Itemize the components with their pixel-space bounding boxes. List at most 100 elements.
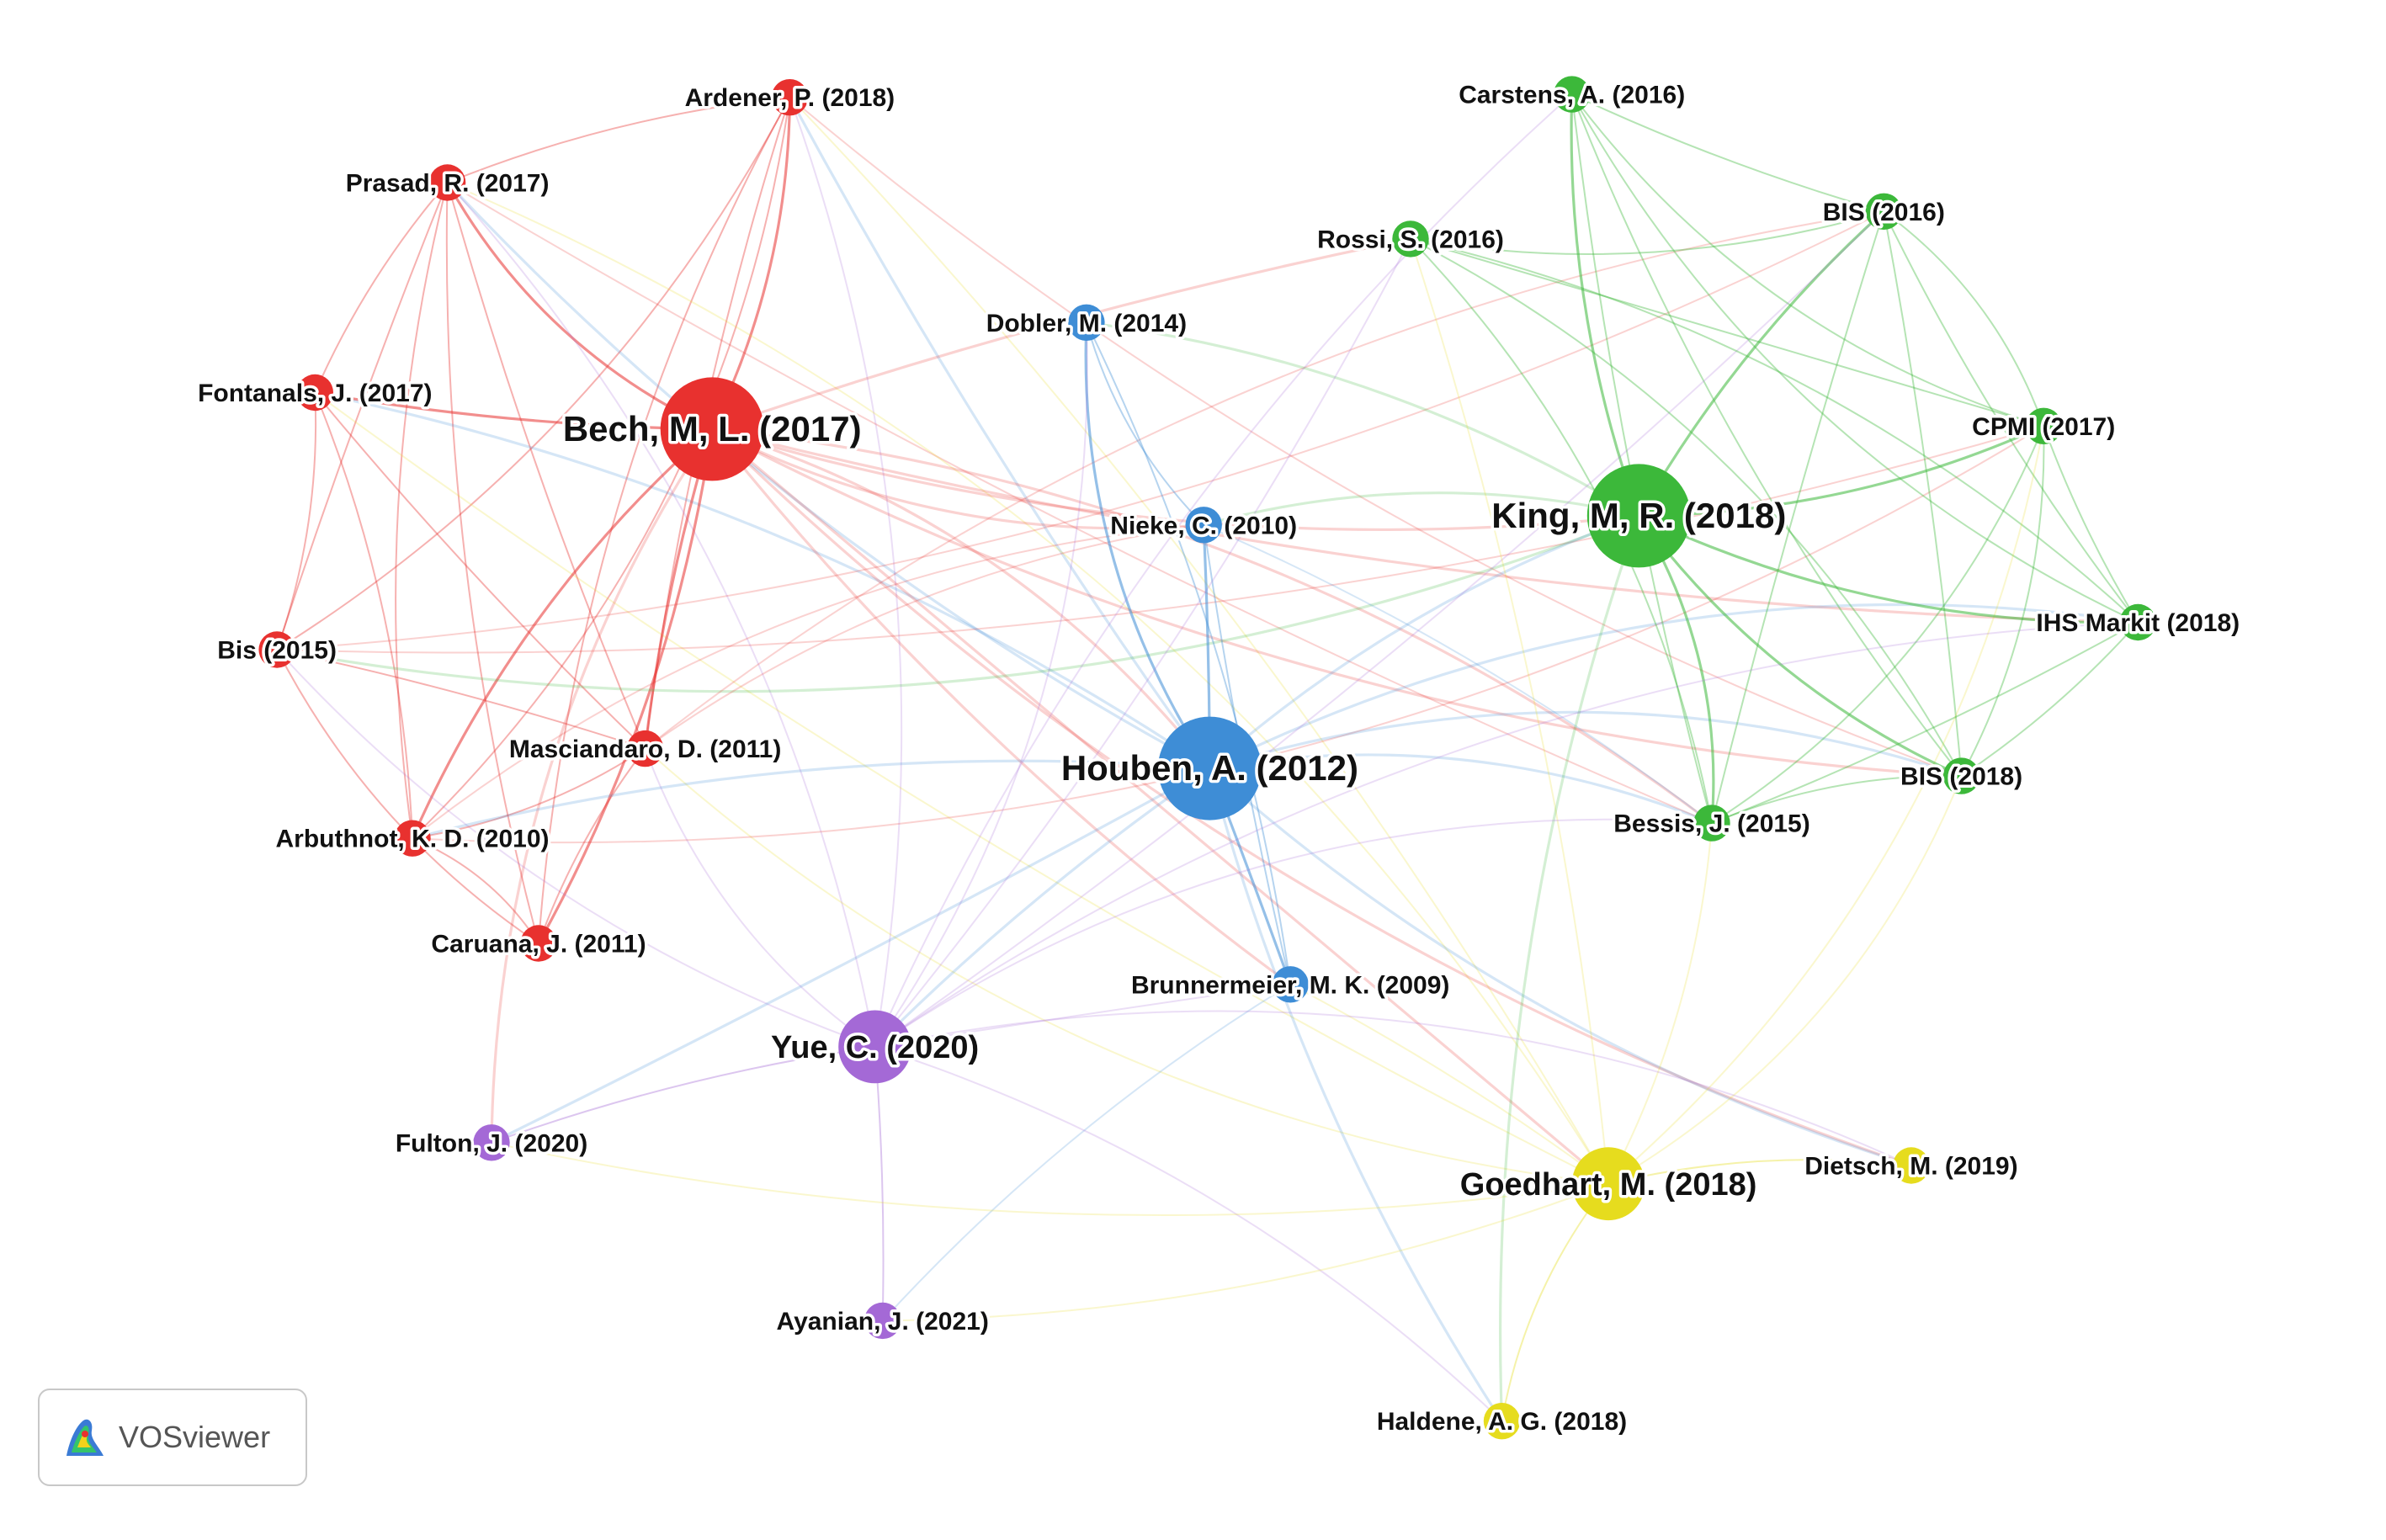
link-bech-brunnermeier bbox=[710, 427, 1292, 986]
link-ihs-bis2018 bbox=[1961, 621, 2139, 777]
link-prasad-caruana bbox=[445, 182, 539, 944]
link-cpmi-ihs bbox=[2043, 425, 2139, 624]
link-bech-goedhart bbox=[711, 427, 1610, 1185]
node-carstens[interactable] bbox=[1554, 76, 1591, 113]
node-fulton[interactable] bbox=[473, 1124, 510, 1161]
link-houben-fulton bbox=[491, 767, 1211, 1144]
node-caruana[interactable] bbox=[520, 925, 557, 962]
link-houben-king bbox=[1209, 514, 1639, 770]
link-carstens-bessis bbox=[1570, 93, 1713, 824]
link-prasad-bech bbox=[446, 182, 713, 431]
link-fontanals-houben bbox=[314, 390, 1211, 770]
node-label-dobler: Dobler, M. (2014) bbox=[986, 310, 1187, 337]
node-arbuthnot[interactable] bbox=[394, 820, 431, 857]
node-dobler[interactable] bbox=[1068, 304, 1105, 341]
link-ihs-yue bbox=[874, 621, 2139, 1048]
node-label-haldene: Haldene, A. G. (2018) bbox=[1377, 1408, 1627, 1436]
link-masciandaro-caruana bbox=[538, 747, 646, 944]
vosviewer-logo-text: VOSviewer bbox=[119, 1420, 271, 1454]
link-bis2015-bis2016 bbox=[277, 210, 1884, 651]
node-label-caruana: Caruana, J. (2011) bbox=[431, 931, 646, 959]
link-prasad-houben bbox=[446, 181, 1211, 770]
link-bech-houben bbox=[711, 427, 1211, 770]
node-label-bech: Bech, M, L. (2017) bbox=[563, 409, 862, 449]
link-bis2015-king bbox=[276, 514, 1639, 693]
node-label-fontanals: Fontanals, J. (2017) bbox=[198, 380, 432, 407]
link-fulton-goedhart bbox=[491, 1141, 1609, 1217]
link-brunnermeier-ayanian bbox=[881, 983, 1291, 1322]
link-prasad-fontanals bbox=[314, 182, 449, 393]
link-cpmi-bis2018 bbox=[1960, 426, 2045, 777]
node-houben[interactable] bbox=[1157, 716, 1262, 820]
link-prasad-bis2015 bbox=[276, 182, 449, 651]
node-label-fulton: Fulton, J. (2020) bbox=[396, 1129, 587, 1157]
node-cpmi[interactable] bbox=[2025, 407, 2062, 444]
link-rossi-bis2018 bbox=[1410, 238, 1963, 777]
node-nieke[interactable] bbox=[1185, 507, 1222, 544]
link-yue-fulton bbox=[491, 1045, 875, 1144]
link-cpmi-goedhart bbox=[1607, 426, 2045, 1185]
node-haldene[interactable] bbox=[1483, 1403, 1521, 1440]
link-carstens-bis2016 bbox=[1571, 93, 1884, 213]
node-label-brunnermeier: Brunnermeier, M. K. (2009) bbox=[1131, 971, 1449, 999]
link-king-bis2018 bbox=[1638, 514, 1963, 778]
link-brunnermeier-goedhart bbox=[1289, 983, 1609, 1185]
link-rossi-yue bbox=[874, 238, 1411, 1048]
link-arbuthnot-houben bbox=[412, 759, 1210, 840]
link-bis2015-yue bbox=[276, 649, 875, 1048]
link-bis2018-bessis bbox=[1711, 774, 1962, 825]
link-bessis-goedhart bbox=[1607, 823, 1713, 1185]
link-dobler-brunnermeier bbox=[1086, 321, 1292, 985]
node-king[interactable] bbox=[1586, 464, 1691, 568]
node-label-bis2015: Bis (2015) bbox=[217, 637, 337, 665]
node-label-ardener: Ardener, P. (2018) bbox=[685, 84, 895, 112]
link-ardener-caruana bbox=[538, 97, 791, 944]
link-bech-arbuthnot bbox=[411, 427, 714, 839]
link-houben-bis2018 bbox=[1209, 710, 1963, 778]
link-rossi-goedhart bbox=[1410, 238, 1610, 1184]
link-bis2016-rossi bbox=[1410, 210, 1884, 256]
link-goedhart-haldene bbox=[1501, 1183, 1609, 1421]
link-dobler-nieke bbox=[1085, 322, 1204, 526]
node-bis2015[interactable] bbox=[258, 631, 295, 668]
node-rossi[interactable] bbox=[1392, 220, 1429, 258]
node-prasad[interactable] bbox=[428, 164, 466, 201]
node-bessis[interactable] bbox=[1693, 805, 1730, 842]
vosviewer-watermark: VOSviewer bbox=[38, 1389, 307, 1486]
link-bessis-yue bbox=[874, 818, 1713, 1048]
node-bech[interactable] bbox=[660, 377, 764, 481]
node-bis2016[interactable] bbox=[1865, 193, 1902, 230]
node-yue[interactable] bbox=[838, 1010, 911, 1084]
node-ihs[interactable] bbox=[2119, 603, 2156, 641]
link-masciandaro-yue bbox=[644, 748, 876, 1048]
link-prasad-goedhart bbox=[447, 182, 1609, 1185]
link-fontanals-bech bbox=[315, 390, 713, 431]
link-yue-haldene bbox=[874, 1045, 1503, 1422]
link-bech-caruana bbox=[537, 428, 714, 944]
node-label-goedhart: Goedhart, M. (2018) bbox=[1460, 1167, 1757, 1203]
link-prasad-arbuthnot bbox=[395, 182, 449, 839]
link-ardener-bis2015 bbox=[276, 97, 791, 651]
node-brunnermeier[interactable] bbox=[1272, 966, 1309, 1003]
node-goedhart[interactable] bbox=[1571, 1147, 1645, 1221]
node-ardener[interactable] bbox=[771, 79, 809, 116]
link-dobler-yue bbox=[874, 322, 1088, 1048]
node-bis2018[interactable] bbox=[1942, 757, 1980, 794]
node-masciandaro[interactable] bbox=[626, 730, 664, 767]
link-ayanian-goedhart bbox=[882, 1182, 1609, 1322]
link-houben-yue bbox=[874, 767, 1211, 1049]
link-fontanals-masciandaro bbox=[314, 391, 646, 750]
link-prasad-bessis bbox=[447, 182, 1713, 825]
link-masciandaro-goedhart bbox=[644, 747, 1609, 1185]
link-prasad-masciandaro bbox=[446, 182, 646, 749]
node-ayanian[interactable] bbox=[864, 1302, 901, 1340]
link-bis2016-cpmi bbox=[1883, 210, 2045, 427]
link-bech-bis2018 bbox=[711, 427, 1962, 778]
node-fontanals[interactable] bbox=[296, 374, 333, 412]
link-bis2015-masciandaro bbox=[276, 649, 646, 750]
link-fontanals-arbuthnot bbox=[314, 392, 413, 839]
node-dietsch[interactable] bbox=[1893, 1147, 1930, 1184]
node-label-rossi: Rossi, S. (2016) bbox=[1317, 226, 1504, 253]
nodes-layer bbox=[258, 76, 2156, 1440]
link-rossi-ihs bbox=[1410, 237, 2139, 624]
